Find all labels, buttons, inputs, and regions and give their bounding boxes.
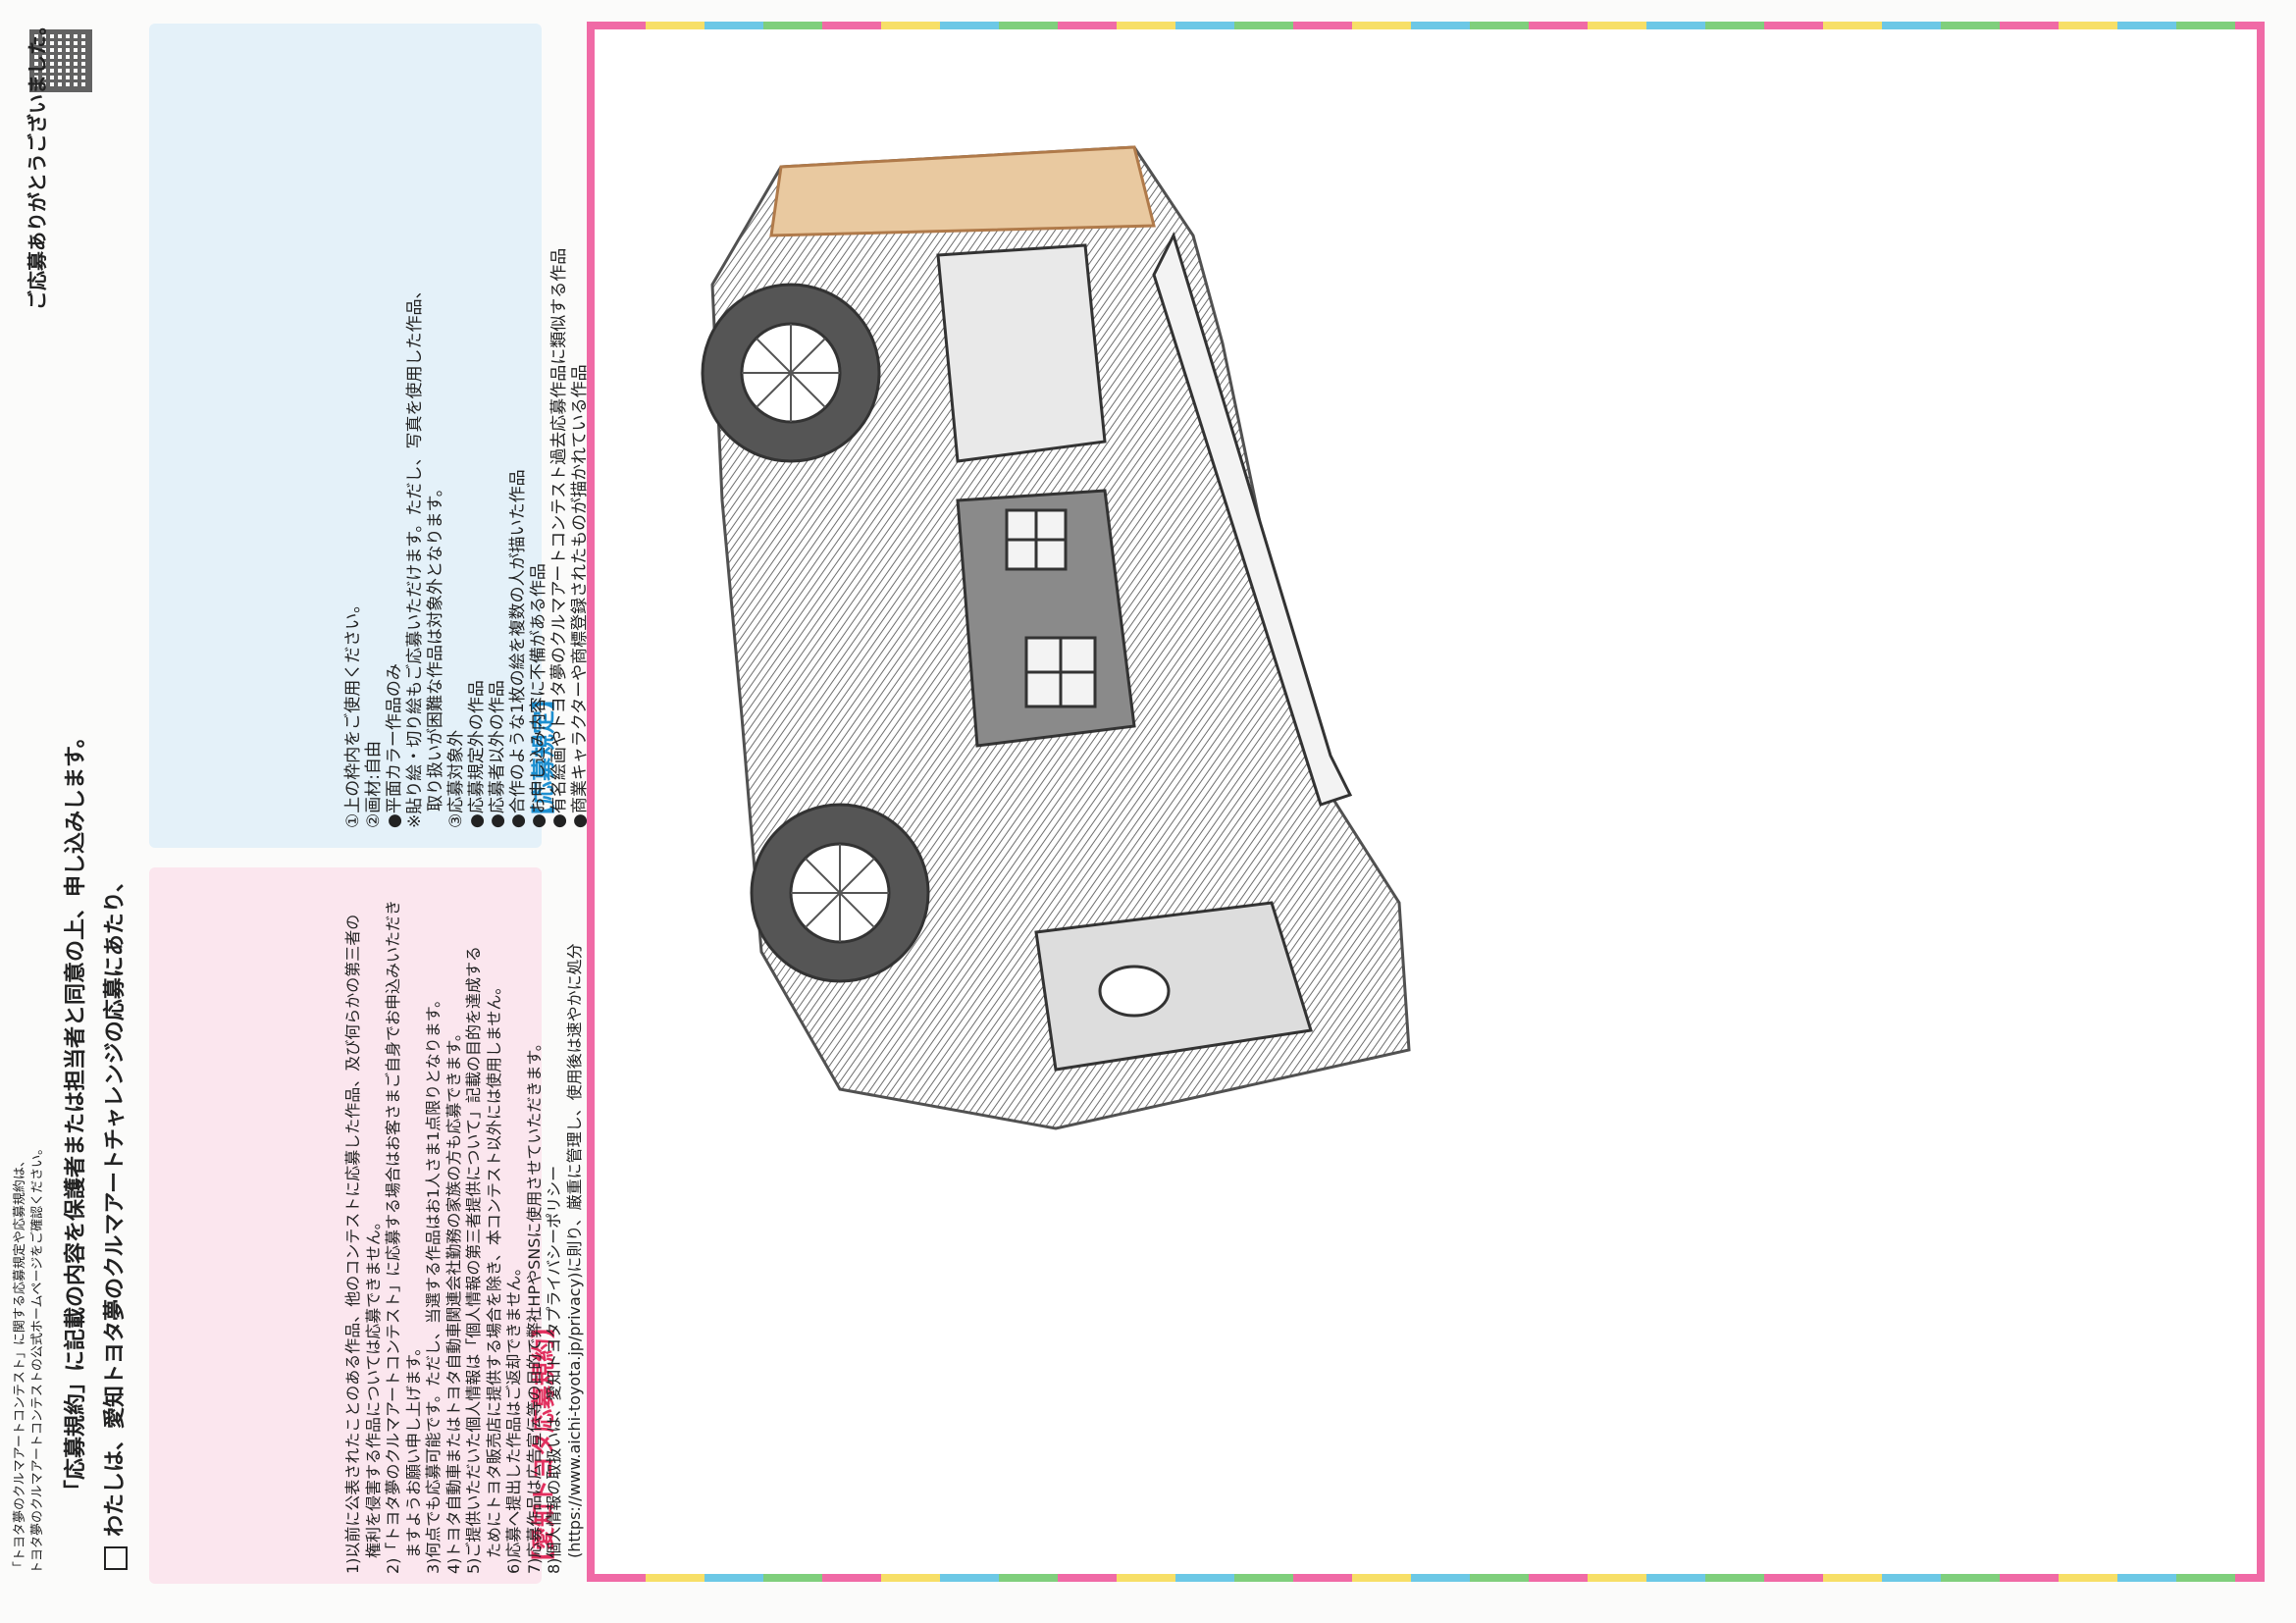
rules-line: ※貼り絵・切り絵もご応募いただけます。ただし、写真を使用した作品、 — [405, 282, 425, 828]
rules-line: ●有名絵画やトヨタ夢のクルマアートコンテスト過去応募作品に類似する作品 — [549, 247, 569, 828]
rules-list: ①上の枠内をご使用ください。②画材:自由●平面カラー作品のみ※貼り絵・切り絵もご… — [343, 43, 611, 828]
terms-line: 4)トヨタ自動車またはトヨタ自動車関連会社勤務の家族の方も応募できます。 — [444, 1025, 463, 1574]
car-drawing — [701, 145, 1411, 1130]
agreement-checkbox[interactable] — [104, 1546, 128, 1570]
rules-line: ●お申し込み内容に不備がある作品 — [529, 563, 548, 828]
rules-line: ③応募対象外 — [446, 729, 466, 828]
terms-line: 3)何点でも応募可能です。ただし、当選する作品はお1人さま1点限りとなります。 — [424, 991, 443, 1574]
agreement-line-1: わたしは、愛知トヨタ夢のクルマアートチャレンジの応募にあたり、 — [103, 870, 128, 1537]
rules-line: ●応募者以外の作品 — [488, 680, 507, 828]
terms-line: 6)応募へ提出した作品はご返却できません。 — [504, 1260, 523, 1574]
terms-line: ためにトヨタ販売店に提供する場合を除き、本コンテスト以外には使用しません。 — [484, 978, 503, 1574]
rules-line: ●合作のような1枚の絵を複数の人が描いた作品 — [508, 469, 528, 828]
drawing-frame — [587, 22, 2265, 1582]
rules-line: ②画材:自由 — [364, 741, 384, 828]
terms-line: 権利を侵害する作品については応募できません。 — [363, 1214, 383, 1574]
agreement-line-2: 「応募規約」に記載の内容を保護者または担当者と同意の上、申し込みします。 — [64, 726, 88, 1501]
rules-line: ●応募規定外の作品 — [467, 680, 487, 828]
terms-line: 8)個人情報の取扱いは、愛知トヨタプライバシーポリシー — [545, 1165, 563, 1574]
terms-line: 1)以前に公表されたことのある作品、他のコンテストに応募した作品、及び何らかの第… — [343, 914, 362, 1574]
terms-line: 5)ご提供いただいた個人情報は「個人情報の第三者提供について」記載の目的を達成す… — [464, 946, 483, 1574]
terms-line: ますようお願い申し上げます。 — [403, 1339, 423, 1574]
rules-line: 取り扱いが困難な作品は対象外となります。 — [426, 480, 445, 828]
rules-line: ①上の枠内をご使用ください。 — [343, 596, 363, 828]
terms-line: 7)応募作品は広告宣伝等の目的で弊社HPやSNSに使用させていただきます。 — [524, 1035, 544, 1574]
terms-list: 1)以前に公表されたことのある作品、他のコンテストに応募した作品、及び何らかの第… — [343, 887, 625, 1574]
terms-line: (https://www.aichi-toyota.jp/privacy)に則り… — [564, 943, 584, 1574]
rules-line: ●平面カラー作品のみ — [385, 663, 404, 828]
agreement-strip: ご応募ありがとうございました。 「応募規約」に記載の内容を保護者または担当者と同… — [10, 0, 177, 1599]
terms-line: 2)「トヨタ夢のクルマアートコンテスト」に応募する場合はお客さまご自身でお申込み… — [384, 900, 402, 1574]
thanks-text: ご応募ありがとうございました。 — [26, 16, 49, 310]
